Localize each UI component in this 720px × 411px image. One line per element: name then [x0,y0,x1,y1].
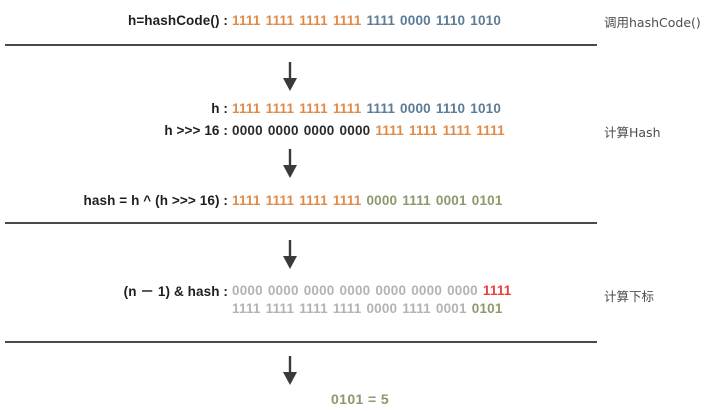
bit-group: 0000 [232,123,263,138]
bit-group: 1010 [470,101,502,116]
bit-group: 1111 [332,193,362,208]
annotation-compute-hash: 计算Hash [604,125,661,140]
bit-group: 0000 [366,301,398,316]
row-hashcode-bits-wrap: 1111 1111 1111 1111 1111 0000 1110 1010 [0,11,720,31]
bit-group: 1111 [232,13,261,28]
bit-group: 0000 [303,283,335,298]
bit-group: 1111 [482,283,512,298]
bit-group: 0000 [366,193,398,208]
divider-3 [5,341,597,343]
bit-group: 0000 [400,101,431,116]
bit-group: 0000 [303,123,335,138]
bit-group: 1111 [402,301,431,316]
row-n-minus-1: (n － 1) & hash : [0,282,228,302]
bit-group: 0000 [375,283,407,298]
bit-group: 1111 [408,123,438,138]
bit-group: 0000 [339,283,371,298]
bit-group: 1111 [476,123,505,138]
bit-group: 1111 [265,301,295,316]
bit-group: 1111 [265,193,295,208]
bit-group: 0101 [471,193,503,208]
final-result: 0101 = 5 [330,391,390,407]
arrow-down-3 [279,240,301,270]
bit-group: 1111 [299,193,328,208]
arrow-down-2 [279,149,301,179]
bit-group: 0000 [267,283,299,298]
bit-group: 1111 [232,193,261,208]
bit-group: 1110 [435,13,466,28]
row-h-bits-wrap: 1111 1111 1111 1111 1111 0000 1110 1010 [0,99,720,119]
bit-group: 1111 [299,13,328,28]
bit-group: 0000 [267,123,299,138]
bit-group: 1111 [265,13,295,28]
bit-group: 1111 [375,123,404,138]
row-n-minus-1-label: (n － 1) & hash : [123,284,228,299]
bit-group: 0001 [435,301,467,316]
row-h: h : [0,99,228,119]
bit-group: 1111 [299,301,328,316]
bit-group: 1111 [265,101,295,116]
row-n-minus-1-bits-wrap: 0000 0000 0000 0000 0000 0000 0000 1111 [0,281,720,301]
row-h-label: h : [211,101,228,116]
bit-group: 1110 [435,101,466,116]
bit-group: 0000 [447,283,478,298]
row-hash-xor: hash = h ^ (h >>> 16) : [0,191,228,211]
bit-group: 1111 [232,301,261,316]
row-hash-operand-bits-wrap: 1111 1111 1111 1111 0000 1111 0001 0101 [0,299,720,319]
row-hash-xor-label: hash = h ^ (h >>> 16) : [83,193,228,208]
row-hashcode: h=hashCode() : [0,11,228,31]
row-h-shift-16-label: h >>> 16 : [164,123,228,138]
row-hash-xor-bits-wrap: 1111 1111 1111 1111 0000 1111 0001 0101 [0,191,720,211]
bit-group: 1111 [299,101,328,116]
row-h-shift-16-bits: 0000 0000 0000 0000 1111 1111 1111 1111 [232,121,505,141]
row-hash-xor-bits: 1111 1111 1111 1111 0000 1111 0001 0101 [232,191,503,211]
bit-group: 1010 [470,13,502,28]
bit-group: 1111 [232,101,261,116]
bit-group: 0001 [435,193,467,208]
row-n-minus-1-bits: 0000 0000 0000 0000 0000 0000 0000 1111 [232,281,512,301]
row-hashcode-bits: 1111 1111 1111 1111 1111 0000 1110 1010 [232,11,501,31]
bit-group: 0000 [411,283,443,298]
bit-group: 1111 [332,13,362,28]
bit-group: 1111 [332,101,362,116]
bit-group: 1111 [442,123,472,138]
arrow-down-4 [279,356,301,386]
row-h-bits: 1111 1111 1111 1111 1111 0000 1110 1010 [232,99,501,119]
bit-group: 0000 [339,123,371,138]
row-h-shift-16: h >>> 16 : [0,121,228,141]
bit-group: 0000 [400,13,431,28]
row-h-shift-16-bits-wrap: 0000 0000 0000 0000 1111 1111 1111 1111 [0,121,720,141]
annotation-call-hashcode: 调用hashCode() [604,15,701,30]
arrow-down-1 [279,62,301,92]
row-hash-operand-bits: 1111 1111 1111 1111 0000 1111 0001 0101 [232,299,503,319]
bit-group: 1111 [332,301,362,316]
divider-2 [5,222,597,224]
bit-group: 1111 [366,101,396,116]
annotation-compute-index: 计算下标 [604,289,655,304]
bit-group: 0000 [232,283,263,298]
row-hashcode-label: h=hashCode() : [127,13,228,28]
bit-group: 1111 [366,13,396,28]
bit-group: 0101 [471,301,503,316]
divider-1 [5,44,597,46]
bit-group: 1111 [402,193,431,208]
